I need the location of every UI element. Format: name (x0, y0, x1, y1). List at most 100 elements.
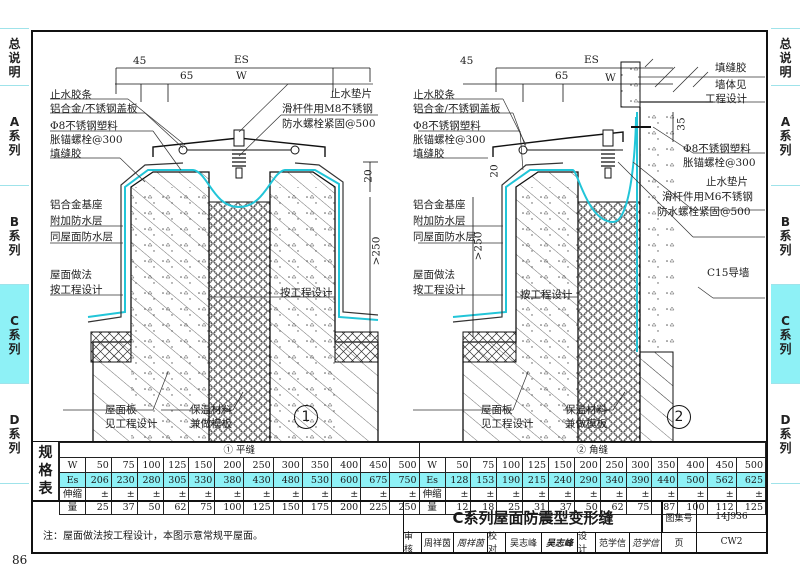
design-label: 设计 (577, 532, 595, 555)
sidebar-tab-总[interactable]: 总说明 (771, 28, 800, 86)
right-roof-insulation (334, 331, 379, 363)
sidebar-tab-char: 系 (8, 129, 21, 143)
corner-w-cell: 125 (522, 457, 550, 473)
row-label: Es (418, 472, 446, 488)
flat-es-cell: 206 (85, 472, 112, 488)
corner-w-cell: 250 (599, 457, 627, 473)
checker-name: 吴志峰 (505, 532, 541, 552)
label-roof-slab-2: 屋面板 (481, 404, 513, 416)
dim-45-2: 45 (460, 55, 474, 67)
label-see-design: 见工程设计 (105, 418, 158, 430)
corner-w-cell: 300 (625, 457, 653, 473)
sidebar-tab-总[interactable]: 总说明 (0, 28, 29, 86)
drawing-note: 注：屋面做法按工程设计，本图示意常规平屋面。 (43, 531, 263, 542)
insulation-formwork-2 (577, 201, 641, 442)
label-insulation: 保温材料 (190, 404, 232, 416)
page-number: 86 (12, 553, 28, 567)
label-formwork-2: 兼做模板 (565, 418, 607, 430)
sidebar-tab-char: 说 (8, 50, 21, 65)
flat-w-cell: 250 (243, 457, 274, 473)
label-extra-waterproof-2: 附加防水层 (413, 215, 466, 227)
flat-es-cell: 530 (301, 472, 333, 488)
sidebar-tab-char: 系 (779, 427, 792, 441)
sidebar-tab-char: 列 (8, 441, 21, 455)
dim-20-2: 20 (488, 164, 501, 178)
label-roof-slab: 屋面板 (105, 404, 137, 416)
spec-side-char: 格 (38, 463, 53, 479)
label-roof-method-2: 屋面做法 (413, 269, 455, 281)
label-anchor-bolt-2: 胀锚螺栓@300 (50, 134, 123, 146)
label-sealant-r: 填缝胶 (715, 62, 747, 74)
dim-65: 65 (180, 70, 194, 82)
spec-side-char: 表 (38, 481, 53, 497)
page-label: 页 (661, 532, 696, 552)
label-water-stop-pad-2: 止水垫片 (706, 176, 748, 188)
slide-bolt (233, 129, 245, 147)
construction-drawing (50, 58, 765, 442)
spec-side-char: 规 (38, 445, 53, 461)
label-slide-bolt-2: 防水螺栓紧固@500 (282, 118, 376, 130)
reviewer-name: 周祥茵 (421, 532, 453, 552)
sidebar-tab-char: 列 (779, 143, 792, 157)
corner-es-cell: 440 (651, 472, 679, 488)
dim-45: 45 (133, 55, 147, 67)
atlas-label: 图集号 (661, 502, 696, 532)
wall-body (640, 62, 713, 90)
label-alu-base-2: 铝合金基座 (413, 199, 466, 211)
dim-20: 20 (362, 169, 375, 183)
flat-w-cell: 450 (360, 457, 391, 473)
sidebar-tab-char: C (10, 313, 19, 328)
row-label: Es (59, 472, 86, 488)
flat-w-cell: 300 (272, 457, 303, 473)
checker-signature: 吴志峰 (541, 532, 577, 552)
corner-w-cell: 500 (735, 457, 767, 473)
detail-2-corner-joint (413, 58, 765, 442)
sidebar-tab-char: B (9, 214, 20, 229)
corner-w-cell: 50 (444, 457, 472, 473)
label-cover-plate-2: 铝合金/不锈钢盖板 (413, 103, 501, 115)
label-same-waterproof-2: 同屋面防水层 (413, 231, 476, 243)
flat-w-cell: 200 (214, 457, 245, 473)
spec-table-label: 规 格 表 (33, 442, 59, 500)
label-wall-design: 工程设计 (705, 93, 747, 105)
label-see-design-2: 见工程设计 (481, 418, 534, 430)
corner-w-cell: 100 (496, 457, 524, 473)
corner-joint-title: ② 角缝 (418, 442, 767, 458)
flat-es-cell: 380 (214, 472, 245, 488)
corner-es-cell: 290 (573, 472, 601, 488)
label-anchor-bolt-2b: 胀锚螺栓@300 (413, 134, 486, 146)
corner-es-cell: 390 (625, 472, 653, 488)
row-label: W (59, 457, 86, 473)
corner-w-cell: 150 (548, 457, 575, 473)
insulation-formwork (208, 201, 271, 442)
flat-w-cell: 50 (85, 457, 112, 473)
cover-plate-2 (492, 131, 624, 157)
flat-w-cell: 100 (136, 457, 164, 473)
detail-1-flat-joint (50, 67, 379, 442)
guide-wall (640, 112, 675, 352)
sidebar-tab-char: A (780, 115, 791, 129)
detail-number-2: 2 (667, 405, 691, 429)
drawing-title: C系列屋面防震型变形缝 (403, 502, 663, 532)
dim-250: >250 (370, 236, 383, 266)
flat-w-cell: 500 (389, 457, 420, 473)
sidebar-tab-char: 列 (8, 143, 21, 157)
flat-es-cell: 600 (331, 472, 362, 488)
corner-es-cell: 340 (599, 472, 627, 488)
label-wall-see: 墙体见 (715, 79, 747, 91)
flat-es-cell: 305 (162, 472, 190, 488)
sidebar-tab-char: 列 (779, 242, 792, 257)
dim-w-2: W (605, 72, 616, 84)
label-c15-guide-wall: C15导墙 (707, 267, 750, 279)
label-anchor-bolt-1: Φ8不锈钢塑料 (50, 120, 118, 132)
